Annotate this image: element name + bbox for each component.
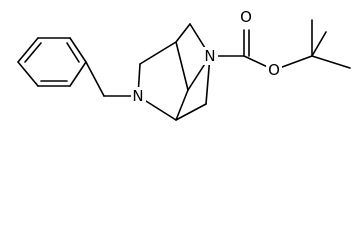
- bond: [69, 37, 87, 63]
- bond: [139, 41, 177, 65]
- bond: [17, 61, 39, 87]
- bond: [17, 37, 39, 63]
- bond: [175, 89, 189, 121]
- bond-ring-to-ch2: [85, 61, 105, 97]
- double-bond-inner: [66, 42, 80, 63]
- atom-label-o: O: [240, 8, 252, 26]
- bond: [69, 61, 87, 87]
- atom-n-boc: N: [203, 47, 218, 65]
- atom-o-ester: O: [266, 61, 282, 79]
- tbu-methyl-bond: [311, 55, 351, 69]
- atom-label-n: N: [132, 87, 143, 105]
- atom-n-benzyl: N: [131, 87, 146, 105]
- bond: [175, 103, 207, 121]
- benzene-ring: [17, 37, 87, 87]
- atom-label-o: O: [268, 61, 280, 79]
- bicyclic-cage: [137, 23, 211, 121]
- atom-label-n: N: [204, 47, 215, 65]
- molecule-structure-diagram: N N O O: [17, 8, 351, 121]
- tbu-methyl-bond: [311, 31, 327, 57]
- bond: [175, 41, 189, 91]
- atom-o-carbonyl: O: [238, 8, 254, 26]
- bond: [175, 23, 191, 43]
- double-bond-inner: [24, 42, 42, 63]
